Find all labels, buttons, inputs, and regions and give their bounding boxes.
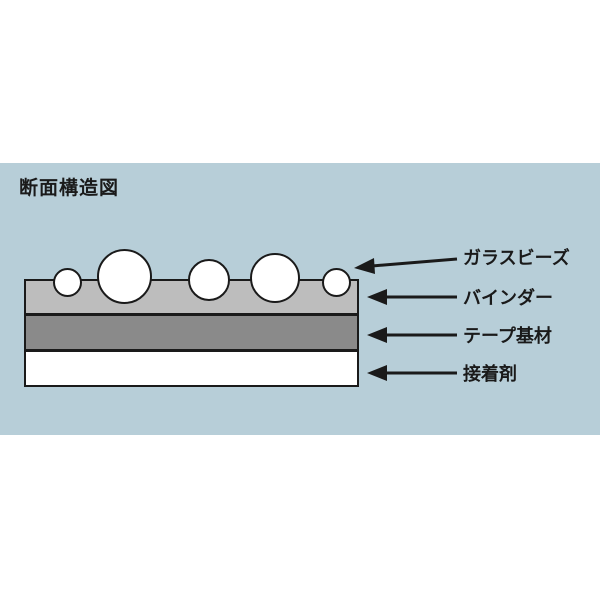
glass-bead [250,253,300,303]
callout-label-tape-base: テープ基材 [463,326,552,347]
callout-label-glass-beads: ガラスビーズ [463,248,570,269]
callout-label-binder: バインダー [463,288,553,309]
glass-bead [188,259,230,301]
glass-bead [53,268,82,297]
diagram-title: 断面構造図 [19,177,120,199]
callout-label-adhesive: 接着剤 [463,364,517,385]
glass-bead [322,268,351,297]
glass-bead [97,249,152,304]
adhesive-layer [24,350,359,387]
tape-base-layer [24,314,359,351]
